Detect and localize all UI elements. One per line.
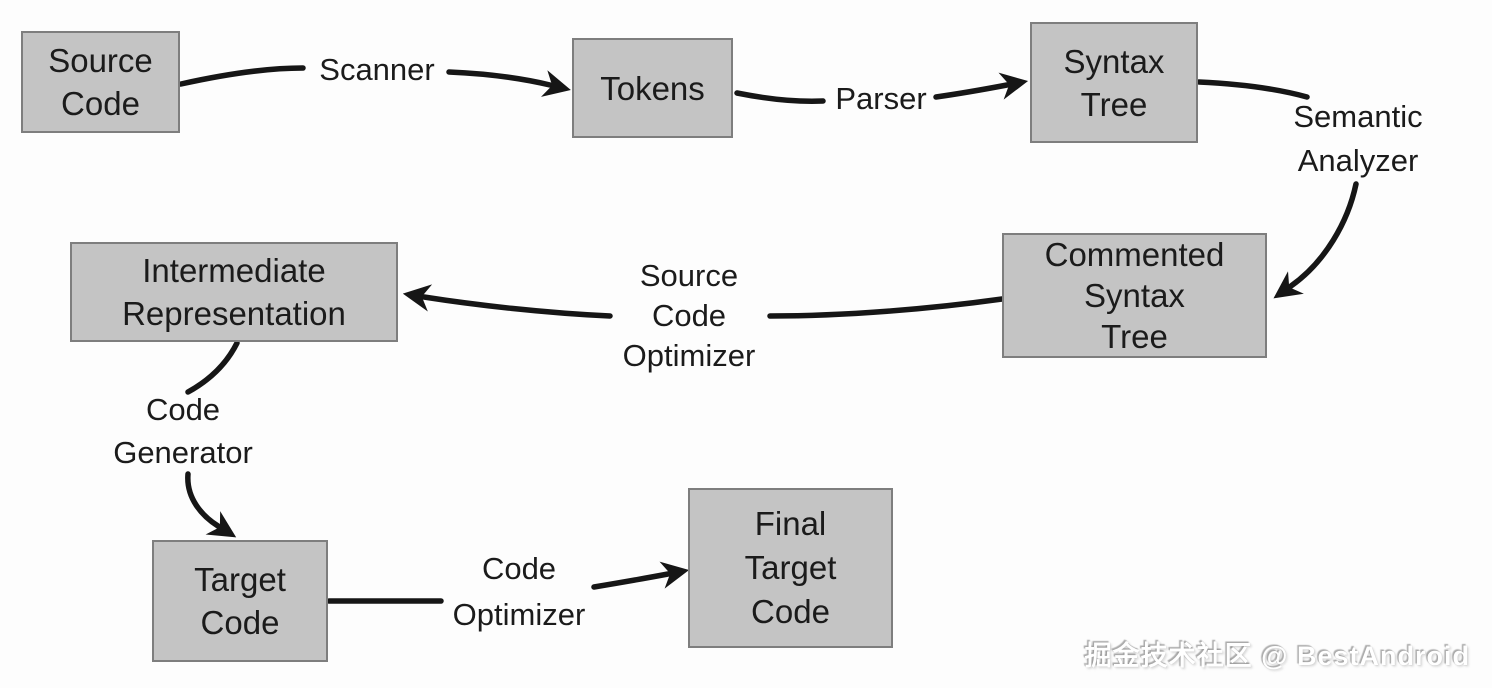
juejin-watermark: 掘金技术社区 @ BestAndroid xyxy=(1084,641,1470,671)
node-intermediate-representation-label: Intermediate Representation xyxy=(122,252,346,332)
edge-label-scanner: Scanner xyxy=(319,52,435,87)
edge-semantic-analyzer-arrow xyxy=(1273,181,1359,299)
node-commented-syntax-tree: Commented Syntax Tree xyxy=(1002,233,1267,358)
node-target-code-label: Target Code xyxy=(194,561,286,641)
edge-scanner-arrow xyxy=(446,69,571,97)
node-syntax-tree-label: Syntax Tree xyxy=(1063,42,1165,123)
edge-label-semantic-analyzer: Semantic Analyzer xyxy=(1293,99,1423,178)
edge-source-code-optimizer-arrow xyxy=(402,284,613,319)
edge-parser-arrow xyxy=(933,72,1029,100)
node-tokens: Tokens xyxy=(572,38,733,138)
node-target-code: Target Code xyxy=(152,540,328,662)
node-syntax-tree: Syntax Tree xyxy=(1030,22,1198,143)
edge-label-code-optimizer: Code Optimizer xyxy=(452,551,586,632)
node-final-target-code-label: Final Target Code xyxy=(744,505,837,630)
edge-parser-line xyxy=(734,90,826,104)
edge-code-optimizer-arrow xyxy=(591,561,690,590)
edge-label-source-code-optimizer: Source Code Optimizer xyxy=(622,258,756,373)
edge-code-generator-line xyxy=(185,340,240,395)
node-commented-syntax-tree-label: Commented Syntax Tree xyxy=(1044,236,1225,355)
node-final-target-code: Final Target Code xyxy=(688,488,893,648)
edge-label-parser: Parser xyxy=(835,81,927,116)
node-tokens-label: Tokens xyxy=(600,69,705,107)
edge-label-code-generator: Code Generator xyxy=(113,392,253,470)
node-source-code-label: Source Code xyxy=(48,42,153,122)
node-intermediate-representation: Intermediate Representation xyxy=(70,242,398,342)
edge-scanner-line xyxy=(178,65,306,87)
edge-source-code-optimizer-line xyxy=(767,296,1005,319)
edge-semantic-analyzer-line xyxy=(1196,79,1310,100)
node-source-code: Source Code xyxy=(21,31,180,133)
edge-code-generator-arrow xyxy=(185,471,237,538)
